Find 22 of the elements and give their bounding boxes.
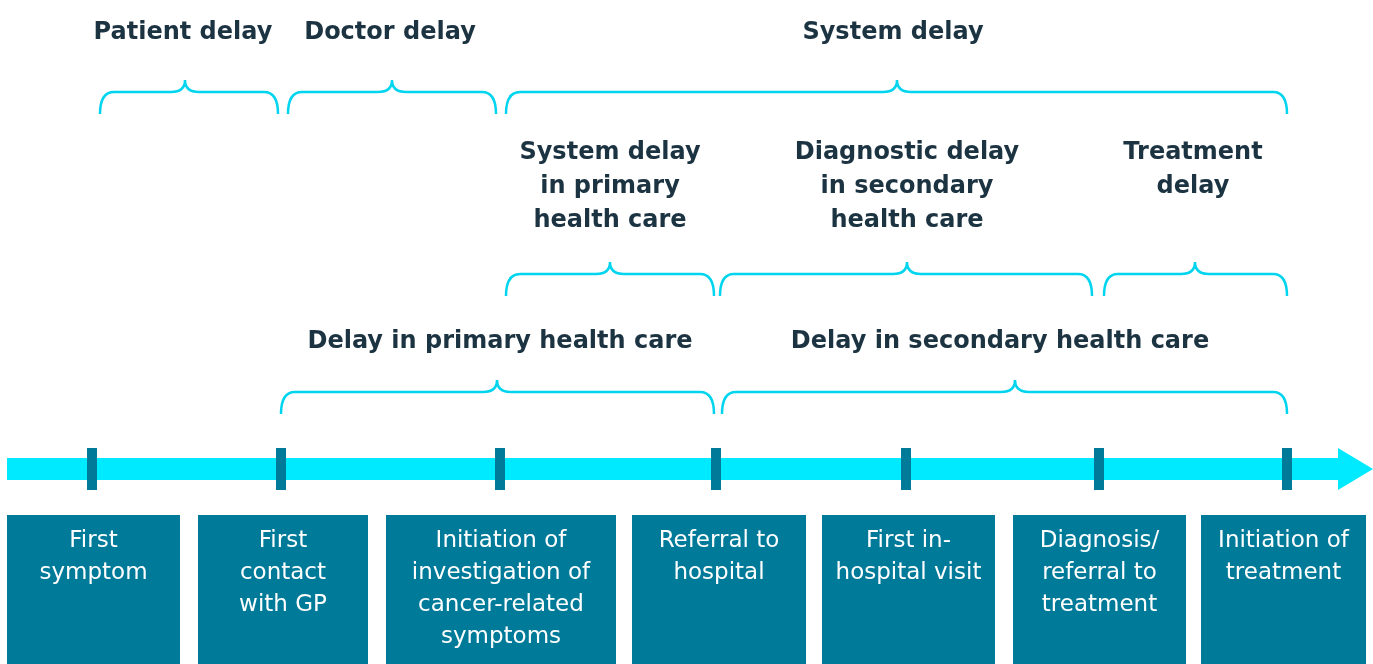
milestone-box [822,515,995,664]
delay-label: Diagnostic delay in secondary health care [793,136,1021,235]
milestone-box [1201,515,1366,664]
delay-label: Treatment delay [1122,136,1264,201]
milestone-box [7,515,180,664]
delay-label: Delay in primary health care [306,325,694,356]
milestone-box [632,515,806,664]
delay-label: Delay in secondary health care [789,325,1211,356]
milestone-text: Diagnosis/ referral to treatment [1038,525,1161,618]
milestone-box [1013,515,1186,664]
milestone-box [386,515,616,664]
milestone-text: Initiation of treatment [1217,525,1351,586]
milestone-text: First contact with GP [238,525,328,618]
milestone-box [198,515,368,664]
milestone-text: Initiation of investigation of cancer-related symptoms [410,525,592,650]
delay-label: System delay [801,16,985,47]
delay-label: Patient delay [92,16,274,47]
delay-label: System delay in primary health care [518,136,702,235]
milestone-text: First in-hospital visit [834,525,983,586]
milestone-text: Referral to hospital [657,525,781,586]
delay-label: Doctor delay [303,16,477,47]
milestone-text: First symptom [38,525,149,586]
